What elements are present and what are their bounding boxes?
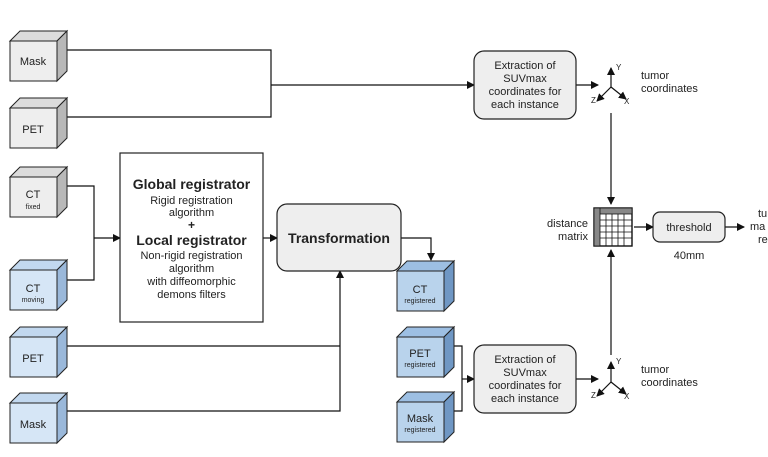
local-registrator-line: demons filters: [157, 289, 226, 301]
axes-icon: Y X Z: [591, 63, 630, 106]
cube-label: Mask: [407, 413, 434, 425]
cube-mask-top: Mask: [8, 29, 69, 83]
connector-mask-bottom: [67, 270, 344, 412]
grid-icon: [593, 207, 633, 247]
cube-ct-fixed: CT fixed: [8, 165, 69, 219]
connector-registered-pair: [454, 345, 463, 412]
cube-pet-bottom: PET: [8, 325, 69, 379]
tumor-coordinates-label: tumor: [641, 70, 669, 82]
threshold-box: threshold: [652, 211, 726, 243]
cube-sublabel: registered: [404, 427, 435, 434]
output-label: re: [758, 234, 768, 246]
extraction-box-top: Extraction of SUVmax coordinates for eac…: [473, 50, 577, 120]
extraction-line: each instance: [491, 393, 559, 405]
axis-label-x: X: [624, 97, 630, 106]
cube-pet-registered: PET registered: [395, 325, 456, 379]
axis-label-y: Y: [616, 357, 622, 366]
global-registrator-title: Global registrator: [133, 176, 251, 192]
local-registrator-line: algorithm: [169, 263, 214, 275]
tumor-coordinates-label: tumor: [641, 364, 669, 376]
axis-label-z: Z: [591, 96, 596, 105]
axis-label-y: Y: [616, 63, 622, 72]
connectors: [67, 49, 745, 412]
axis-label-x: X: [624, 392, 630, 401]
extraction-line: coordinates for: [489, 380, 562, 392]
cube-pet-top: PET: [8, 96, 69, 150]
cube-label: Mask: [20, 419, 47, 431]
local-registrator-line: Non-rigid registration: [140, 250, 242, 262]
extraction-box-bottom: Extraction of SUVmax coordinates for eac…: [473, 344, 577, 414]
threshold-label: threshold: [666, 222, 711, 234]
tumor-coordinates-label: coordinates: [641, 377, 698, 389]
cube-sublabel: registered: [404, 298, 435, 305]
cube-ct-moving: CT moving: [8, 258, 69, 312]
extraction-line: SUVmax: [503, 73, 547, 85]
local-registrator-title: Local registrator: [136, 232, 247, 248]
plus-sign: +: [188, 218, 195, 232]
registrator-box: Global registrator Rigid registration al…: [119, 152, 264, 323]
local-registrator-line: with diffeomorphic: [146, 276, 236, 288]
extraction-line: Extraction of: [494, 354, 556, 366]
cube-label: CT: [26, 283, 41, 295]
cube-mask-registered: Mask registered: [395, 390, 456, 444]
axis-label-z: Z: [591, 391, 596, 400]
threshold-value: 40mm: [674, 250, 705, 262]
cube-label: CT: [413, 284, 428, 296]
cube-label: Mask: [20, 56, 47, 68]
connector-ct-fixed: [67, 185, 95, 281]
distance-matrix-label: distance: [547, 218, 588, 230]
cube-sublabel: registered: [404, 362, 435, 369]
distance-matrix-label: matrix: [558, 231, 588, 243]
cube-ct-registered: CT registered: [395, 259, 456, 313]
cube-mask-bottom: Mask: [8, 391, 69, 445]
extraction-line: each instance: [491, 99, 559, 111]
connector-transformation-ct-registered: [401, 237, 435, 261]
transformation-box: Transformation: [276, 203, 402, 272]
cube-label: PET: [22, 124, 44, 136]
connector-mask-top: [67, 49, 272, 118]
extraction-line: Extraction of: [494, 60, 556, 72]
transformation-label: Transformation: [288, 230, 390, 246]
global-registrator-line: algorithm: [169, 207, 214, 219]
cube-sublabel: fixed: [26, 204, 41, 211]
global-registrator-line: Rigid registration: [150, 195, 233, 207]
extraction-line: coordinates for: [489, 86, 562, 98]
cube-label: PET: [409, 348, 431, 360]
output-label: ma: [750, 221, 766, 233]
cube-label: CT: [26, 189, 41, 201]
output-label: tu: [758, 208, 767, 220]
axes-icon: Y X Z: [591, 357, 630, 401]
cube-sublabel: moving: [22, 297, 45, 304]
extraction-line: SUVmax: [503, 367, 547, 379]
cube-label: PET: [22, 353, 44, 365]
tumor-coordinates-label: coordinates: [641, 83, 698, 95]
